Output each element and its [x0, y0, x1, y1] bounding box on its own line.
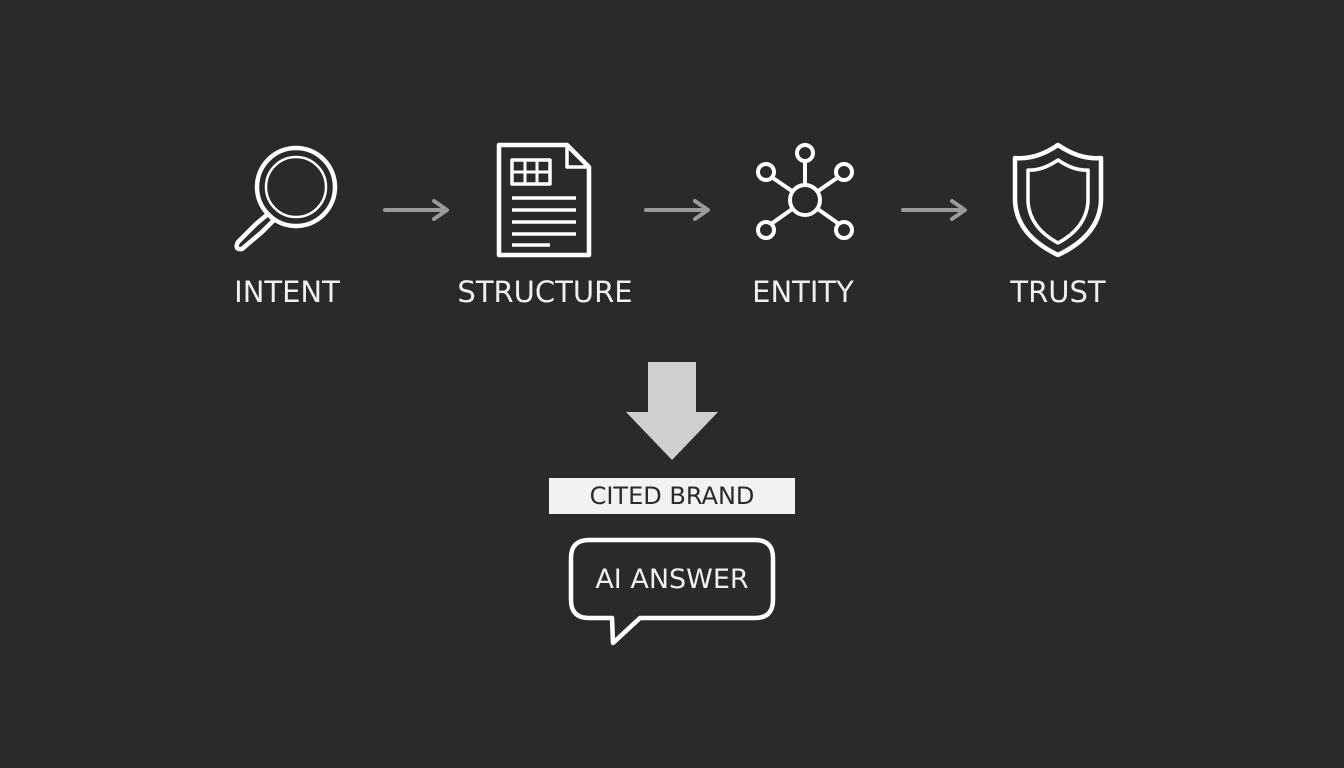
shield-icon — [1012, 142, 1104, 258]
step-label-entity: ENTITY — [752, 275, 854, 309]
ai-answer-label: AI ANSWER — [595, 563, 749, 595]
step-label-trust: TRUST — [1010, 275, 1106, 309]
document-table-icon — [496, 142, 592, 258]
down-arrow-icon — [626, 362, 718, 460]
step-label-structure: STRUCTURE — [457, 275, 633, 309]
cited-brand-banner: CITED BRAND — [549, 478, 795, 514]
step-label-intent: INTENT — [234, 275, 340, 309]
network-nodes-icon — [756, 143, 854, 240]
arrow-intent-to-structure — [383, 199, 449, 221]
ai-answer-bubble: AI ANSWER — [571, 540, 773, 618]
arrow-entity-to-trust — [901, 199, 967, 221]
cited-brand-label: CITED BRAND — [589, 482, 755, 510]
arrow-structure-to-entity — [644, 199, 710, 221]
speech-bubble-icon — [568, 537, 776, 646]
magnifying-glass-icon — [234, 145, 338, 252]
